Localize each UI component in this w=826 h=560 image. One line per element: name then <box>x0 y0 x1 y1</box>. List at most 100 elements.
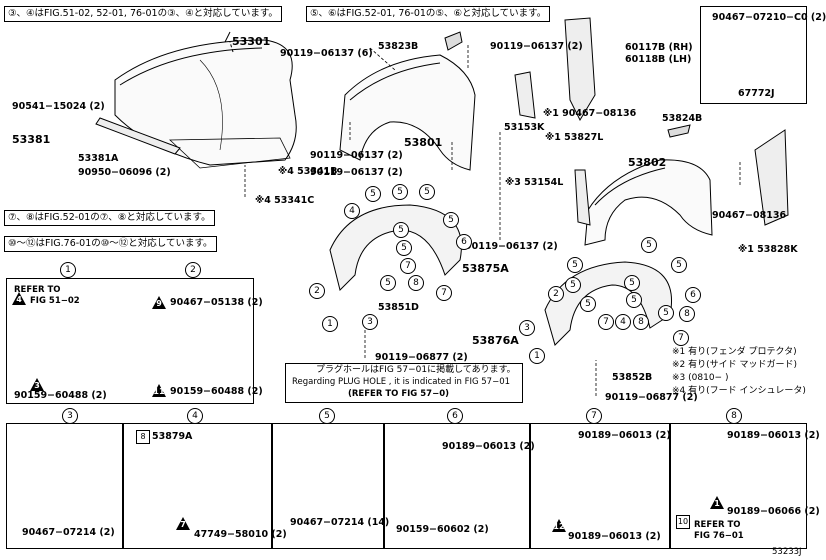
marker-5a: 5 <box>365 186 381 202</box>
label-53153k[interactable]: 53153K <box>504 122 545 133</box>
section-2: 2 <box>185 262 201 278</box>
s7-part-b[interactable]: 90189−06013 (2) <box>568 531 661 542</box>
s2-part-b[interactable]: 90159−60488 (2) <box>170 386 263 397</box>
label-90119-06137-2d[interactable]: 90119−06137 (2) <box>465 241 558 252</box>
marker-5e: 5 <box>393 222 409 238</box>
label-53851d[interactable]: 53851D <box>378 302 419 313</box>
tri-marker-3: 3 <box>30 378 44 391</box>
sq-marker-10: 10 <box>676 515 690 529</box>
label-53301[interactable]: 53301 <box>232 35 271 48</box>
s7-part-a[interactable]: 90189−06013 (2) <box>578 430 671 441</box>
label-53852b[interactable]: 53852B <box>612 372 653 383</box>
plug-note-jp: プラグホールはFIG 57−01に掲載してあります。 <box>316 365 516 375</box>
detail-box-4 <box>123 423 272 549</box>
s6-part-b[interactable]: 90159−60602 (2) <box>396 524 489 535</box>
label-90467-07210[interactable]: 90467−07210−C0 (2) <box>712 12 826 23</box>
section-3: 3 <box>62 408 78 424</box>
label-90119-06877-a[interactable]: 90119−06877 (2) <box>375 352 468 363</box>
plug-note-en: Regarding PLUG HOLE , it is indicated in… <box>292 377 511 387</box>
s8-part-b[interactable]: 90189−06066 (2) <box>727 506 820 517</box>
label-67772j[interactable]: 67772J <box>738 88 775 99</box>
s3-part[interactable]: 90467−07214 (2) <box>22 527 115 538</box>
section-5: 5 <box>319 408 335 424</box>
note-7-8: ⑦、⑧はFIG.52-01の⑦、⑧と対応しています。 <box>4 210 215 226</box>
marker-4b: 4 <box>615 314 631 330</box>
marker-4: 4 <box>344 203 360 219</box>
label-90119-06137-6[interactable]: 90119−06137 (6) <box>280 48 373 59</box>
marker-5b: 5 <box>392 184 408 200</box>
marker-5h: 5 <box>567 257 583 273</box>
s8-part-a[interactable]: 90189−06013 (2) <box>727 430 820 441</box>
hood-seal-drawing <box>95 117 181 155</box>
detail-box-8 <box>670 423 807 549</box>
label-53876a[interactable]: 53876A <box>472 334 519 347</box>
section-7: 7 <box>586 408 602 424</box>
label-53875a[interactable]: 53875A <box>462 262 509 275</box>
bracket-60117b-drawing <box>564 17 596 122</box>
liner-right-drawing <box>544 261 672 346</box>
label-90119-06877-b[interactable]: 90119−06877 (2) <box>605 392 698 403</box>
s1-part[interactable]: 90159−60488 (2) <box>14 390 107 401</box>
s1-fig[interactable]: FIG 51−02 <box>30 296 80 306</box>
label-90467-08136b[interactable]: 90467−08136 <box>712 210 787 221</box>
s8-fig[interactable]: FIG 76−01 <box>694 531 744 541</box>
s2-part-a[interactable]: 90467−05138 (2) <box>170 297 263 308</box>
seal-53824b-drawing <box>667 124 691 138</box>
label-90541[interactable]: 90541−15024 (2) <box>12 101 105 112</box>
detail-box-1-2 <box>6 278 254 404</box>
legend-4: ※4 有り(フード インシュレータ) <box>672 386 806 396</box>
section-1: 1 <box>60 262 76 278</box>
marker-7c: 7 <box>598 314 614 330</box>
marker-7a: 7 <box>400 258 416 274</box>
label-60117b[interactable]: 60117B (RH) <box>625 42 693 53</box>
label-53381a[interactable]: 53381A <box>78 153 119 164</box>
label-53154l[interactable]: ※3 53154L <box>505 177 564 188</box>
section-8: 8 <box>726 408 742 424</box>
marker-5i: 5 <box>641 237 657 253</box>
marker-5c: 5 <box>419 184 435 200</box>
s8-refer: REFER TO <box>694 520 741 530</box>
s5-part[interactable]: 90467−07214 (14) <box>290 517 390 528</box>
hood-drawing <box>114 39 297 166</box>
marker-3a: 3 <box>362 314 378 330</box>
label-53827l[interactable]: ※1 53827L <box>545 132 604 143</box>
marker-5g: 5 <box>380 275 396 291</box>
marker-5d: 5 <box>443 212 459 228</box>
note-10-12: ⑩〜⑫はFIG.76-01の⑩〜⑫と対応しています。 <box>4 236 217 252</box>
tri-marker-11: 11 <box>152 384 166 397</box>
marker-7b: 7 <box>436 285 452 301</box>
marker-8c: 8 <box>679 306 695 322</box>
detail-box-3 <box>6 423 123 549</box>
label-90119-06137-2c[interactable]: 90119−06137 (2) <box>310 167 403 178</box>
figure-id: 53233J <box>772 547 802 557</box>
label-90119-06137-2a[interactable]: 90119−06137 (2) <box>490 41 583 52</box>
s4-part-a[interactable]: 53879A <box>152 431 193 442</box>
marker-5m: 5 <box>580 296 596 312</box>
label-60118b[interactable]: 60118B (LH) <box>625 54 692 65</box>
tri-marker-1: 1 <box>710 496 724 509</box>
label-53341c[interactable]: ※4 53341C <box>255 195 315 206</box>
s1-refer: REFER TO <box>14 285 61 295</box>
seal-53153k-drawing <box>514 71 536 119</box>
label-53802[interactable]: 53802 <box>628 156 667 169</box>
plug-note-ref: (REFER TO FIG 57−0) <box>348 389 449 399</box>
legend-1: ※1 有り(フェンダ プロテクタ) <box>672 347 797 357</box>
marker-2b: 2 <box>548 286 564 302</box>
label-90950[interactable]: 90950−06096 (2) <box>78 167 171 178</box>
label-53823b[interactable]: 53823B <box>378 41 419 52</box>
label-53341b[interactable]: ※4 53341B <box>278 166 338 177</box>
hood-insulator-drawing <box>169 137 291 169</box>
label-90119-06137-2b[interactable]: 90119−06137 (2) <box>310 150 403 161</box>
label-53824b[interactable]: 53824B <box>662 113 703 124</box>
s6-part-a[interactable]: 90189−06013 (2) <box>442 441 535 452</box>
label-53828k[interactable]: ※1 53828K <box>738 244 798 255</box>
seal-53828k-drawing <box>754 129 789 226</box>
label-53801[interactable]: 53801 <box>404 136 443 149</box>
marker-8a: 8 <box>408 275 424 291</box>
marker-5n: 5 <box>626 292 642 308</box>
label-53381[interactable]: 53381 <box>12 133 51 146</box>
label-90467-08136[interactable]: ※1 90467−08136 <box>543 108 637 119</box>
s4-part-b[interactable]: 47749−58010 (2) <box>194 529 287 540</box>
marker-1a: 1 <box>322 316 338 332</box>
sq-marker-8: 8 <box>136 430 150 444</box>
